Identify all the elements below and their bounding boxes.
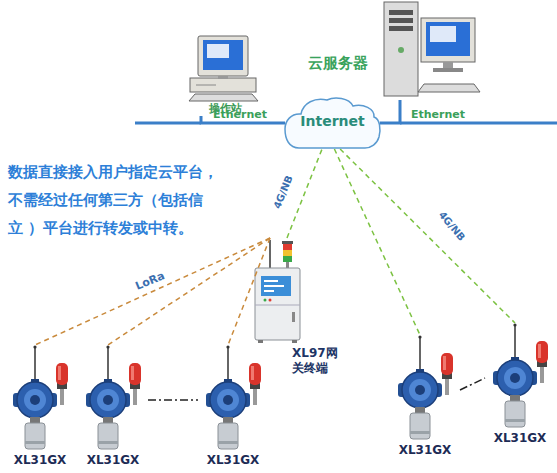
wireless-link [460, 378, 485, 390]
cloud-server-computer [443, 62, 453, 68]
gas-detector-symbol [206, 345, 261, 449]
node-label: 云服务器 [308, 54, 368, 73]
gateway-terminal [264, 290, 274, 292]
cloud-server-computer [418, 84, 480, 92]
link-label: 4G/NB [437, 209, 468, 243]
wireless-link [287, 149, 322, 238]
gateway-terminal [255, 240, 300, 343]
wireless-link [340, 149, 515, 323]
gateway-terminal [264, 299, 267, 302]
wireless-link [148, 399, 198, 401]
workstation-computer [207, 44, 229, 58]
workstation-computer [196, 85, 216, 86]
ethernet-link [380, 100, 400, 123]
gateway-terminal [264, 285, 284, 287]
link-label: LoRa [133, 269, 166, 292]
wireless-link [228, 238, 270, 345]
gateway-terminal [283, 250, 292, 256]
gateway-terminal [255, 305, 300, 306]
cloud-outline [285, 98, 380, 148]
workstation-computer [198, 36, 248, 76]
gas-detector-symbol [493, 323, 548, 427]
sensor-node: XL31GX [390, 335, 460, 460]
sensor-node: XL31GX [198, 345, 268, 470]
ethernet-bus [400, 122, 557, 125]
workstation-computer [189, 36, 258, 101]
cloud-server-computer [398, 47, 404, 53]
workstation-computer [190, 78, 256, 92]
gateway-terminal [282, 241, 293, 244]
cloud-server-computer [389, 10, 413, 15]
gas-detector-symbol [86, 345, 141, 449]
gas-detector-symbol [398, 335, 453, 439]
node-label: XL31GX [390, 443, 460, 458]
gateway-terminal [269, 240, 271, 268]
server-node: 云服务器 [300, 0, 480, 100]
node-label: XL31GX [5, 453, 75, 468]
cloud-server-computer [389, 18, 413, 23]
note-text: 数据直接接入用户指定云平台， 不需经过任何第三方（包括信 立 ）平台进行转发或中… [8, 158, 222, 242]
node-label: XL31GX [485, 431, 555, 446]
cloud-server-computer [426, 22, 470, 56]
gateway-terminal [269, 299, 272, 302]
gateway-terminal [261, 276, 291, 296]
internet-cloud: Internet [285, 97, 380, 149]
cloud-server-computer [433, 68, 463, 72]
gas-detector-symbol [13, 345, 68, 449]
gateway-terminal [292, 312, 295, 322]
wireless-link [108, 238, 270, 345]
workstation-node: 操作站 [185, 32, 265, 116]
gateway-terminal [283, 244, 292, 250]
gateway-terminal [286, 262, 289, 268]
link-label: Ethernet [411, 108, 465, 121]
gateway-terminal [255, 268, 300, 340]
gateway-terminal [292, 340, 297, 343]
link-label: Ethernet [213, 108, 267, 121]
cloud-server-computer [430, 26, 456, 42]
workstation-computer [189, 94, 258, 101]
workstation-computer [203, 40, 243, 70]
cloud-server-computer [389, 26, 413, 31]
gateway-terminal [264, 280, 278, 282]
cloud-server-computer [384, 2, 480, 96]
node-label: XL31GX [78, 453, 148, 468]
node-label: XL31GX [198, 453, 268, 468]
cloud-server-computer [421, 18, 475, 62]
ethernet-bus [135, 122, 201, 125]
node-label: XL97网 关终端 [292, 346, 338, 376]
wireless-link [35, 238, 270, 345]
gateway-terminal [258, 340, 263, 343]
gateway-terminal [283, 256, 292, 262]
gateway-node: XL97网 关终端 [250, 238, 340, 383]
sensor-node: XL31GX [485, 323, 555, 448]
sensor-node: XL31GX [78, 345, 148, 470]
cloud-server-computer [384, 2, 418, 96]
sensor-node: XL31GX [5, 345, 75, 470]
node-label: Internet [285, 113, 380, 131]
wireless-link [334, 149, 420, 335]
workstation-computer [218, 76, 228, 79]
link-label: 4G/NB [271, 174, 294, 210]
